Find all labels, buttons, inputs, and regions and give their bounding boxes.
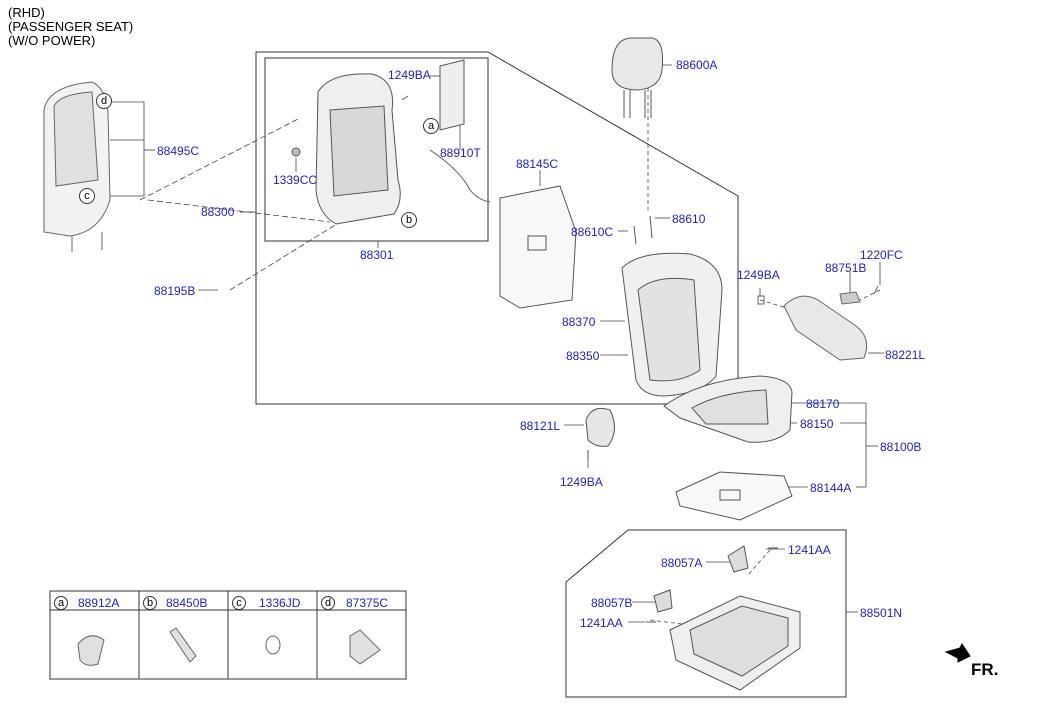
label-88195B: 88195B <box>154 284 196 298</box>
label-88751B: 88751B <box>825 261 867 275</box>
note-passenger-seat: (PASSENGER SEAT) <box>8 19 134 34</box>
front-direction-label: FR. <box>971 660 999 679</box>
backrest-frame-box <box>264 57 489 242</box>
callout-a: a <box>423 118 439 134</box>
legend-part-c: 1336JD <box>259 596 301 610</box>
cushion-frame-part <box>646 545 801 691</box>
label-88144A: 88144A <box>810 481 852 495</box>
label-1339CC: 1339CC <box>273 173 318 187</box>
legend-ref-c: c <box>232 596 246 610</box>
label-88221L: 88221L <box>885 348 926 362</box>
clip-a-icon <box>77 635 105 666</box>
label-1241AA-top: 1241AA <box>788 543 831 557</box>
clip-d-icon <box>349 629 381 665</box>
label-88501N: 88501N <box>860 606 903 620</box>
label-88610: 88610 <box>672 212 706 226</box>
label-1241AA-bottom: 1241AA <box>580 616 623 630</box>
label-88057A: 88057A <box>661 556 703 570</box>
callout-b: b <box>401 212 417 228</box>
label-88170: 88170 <box>806 397 840 411</box>
label-88100B: 88100B <box>880 440 922 454</box>
label-1220FC: 1220FC <box>860 248 903 262</box>
label-88145C: 88145C <box>516 157 559 171</box>
back-pad-part <box>499 185 577 309</box>
label-1249BA-right: 1249BA <box>737 268 780 282</box>
seat-pad-part <box>675 471 793 521</box>
label-1249BA-bottom: 1249BA <box>560 475 603 489</box>
legend-ref-b: b <box>143 596 157 610</box>
label-88121L: 88121L <box>520 419 561 433</box>
label-88495C: 88495C <box>157 144 200 158</box>
label-88150: 88150 <box>800 417 834 431</box>
legend-part-a: 88912A <box>78 596 120 610</box>
label-88057B: 88057B <box>591 596 633 610</box>
label-88350: 88350 <box>566 349 600 363</box>
callout-d: d <box>96 93 112 109</box>
back-frame-part <box>291 59 491 225</box>
grommet-c-icon <box>265 635 281 655</box>
legend-ref-a: a <box>54 596 68 610</box>
legend-ref-d: d <box>321 596 335 610</box>
legend-part-b: 88450B <box>166 596 208 610</box>
label-88300: 88300 <box>201 205 235 219</box>
headrest-part <box>611 37 663 118</box>
backrest-assembly-outline <box>255 51 739 405</box>
label-88600A: 88600A <box>676 58 718 72</box>
label-88910T: 88910T <box>440 146 481 160</box>
clip-b-icon <box>169 627 197 663</box>
note-rhd: (RHD) <box>8 5 45 20</box>
label-88610C: 88610C <box>571 225 614 239</box>
label-88370: 88370 <box>562 315 596 329</box>
label-1249BA-top: 1249BA <box>388 68 431 82</box>
cushion-frame-box <box>565 529 847 698</box>
side-trim-part <box>757 285 879 361</box>
seat-cushion-part <box>663 375 793 443</box>
label-88301: 88301 <box>360 248 394 262</box>
legend-table <box>49 590 407 680</box>
side-cover-part <box>585 407 615 460</box>
note-wo-power: (W/O POWER) <box>8 33 96 48</box>
front-arrow-icon <box>944 643 971 663</box>
legend-part-d: 87375C <box>346 596 389 610</box>
callout-c: c <box>79 188 95 204</box>
back-cushion-part <box>621 215 723 397</box>
